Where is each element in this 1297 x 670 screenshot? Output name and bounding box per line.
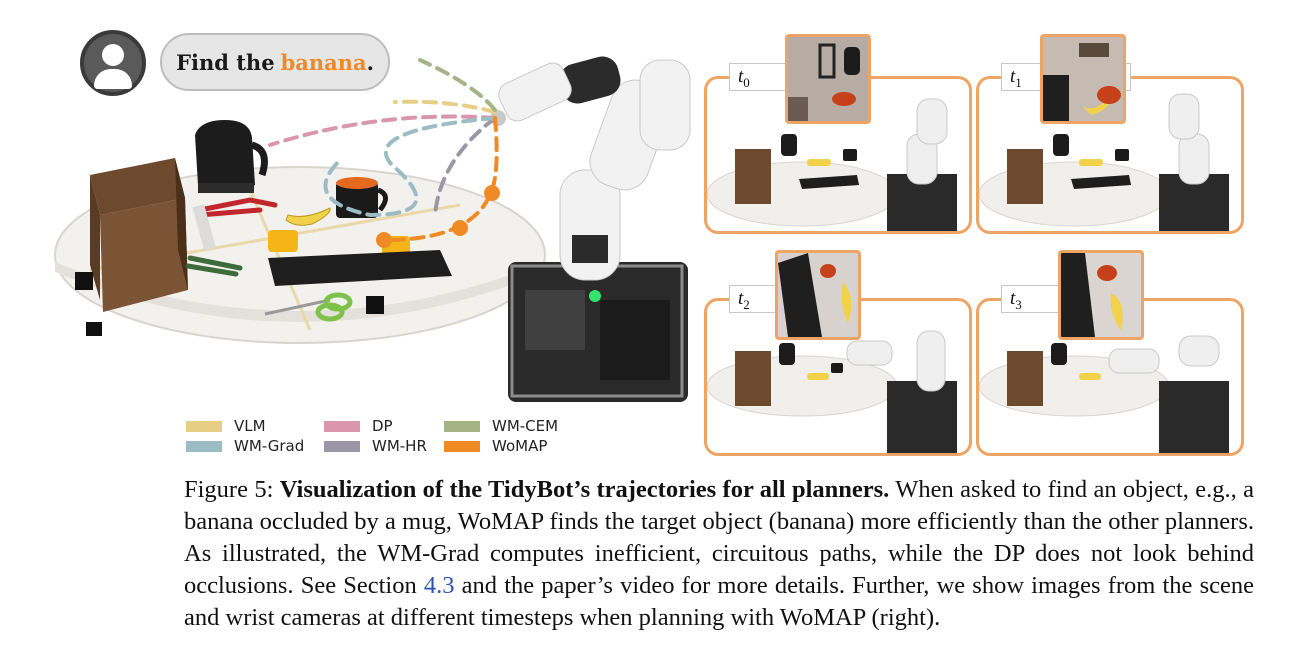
scene-drawing (54, 56, 691, 402)
panel-scene (707, 79, 969, 231)
timestep-symbol: t (738, 66, 744, 87)
panel-scene-drawing (707, 98, 957, 231)
timestep-symbol: t (1010, 66, 1016, 87)
legend-label: WM-Grad (234, 437, 305, 455)
figure-caption: Figure 5: Visualization of the TidyBot’s… (184, 474, 1254, 634)
timestep-index: 2 (743, 296, 750, 312)
legend-label: DP (372, 417, 393, 435)
panel-scene-drawing (979, 335, 1229, 453)
robot-base (508, 262, 688, 402)
section-reference-link[interactable]: 4.3 (423, 572, 455, 599)
womap-waypoint (376, 232, 392, 248)
legend-label: WoMAP (492, 437, 548, 455)
panel-scene-drawing (707, 330, 957, 453)
womap-waypoint (452, 220, 468, 236)
wrist-camera-drawing (778, 253, 858, 337)
speech-target: banana (280, 49, 367, 75)
trajectory-wm-grad (323, 116, 497, 218)
wrist-camera-t2 (775, 250, 861, 340)
wrist-camera-drawing (788, 37, 868, 121)
wrist-camera-drawing (1043, 37, 1123, 121)
figure-label: Figure 5: (184, 476, 274, 503)
scissors (264, 292, 353, 322)
cutters (185, 255, 243, 277)
wooden-box (90, 158, 188, 312)
legend-swatch (324, 420, 360, 432)
timestep-symbol: t (738, 288, 744, 309)
ruler (192, 204, 216, 251)
kettle (195, 120, 268, 193)
wrist-camera-t3 (1058, 250, 1144, 340)
legend-swatch (444, 440, 480, 452)
womap-waypoint (484, 185, 500, 201)
timestep-panel-t1: t1 (976, 63, 1244, 234)
wrist-camera-t0 (785, 34, 871, 124)
caption-title: Visualization of the TidyBot’s trajector… (279, 476, 890, 503)
avatar-body (94, 69, 132, 89)
speech-bubble: Find the banana . (160, 33, 390, 91)
robot-arm (490, 56, 691, 302)
panel-scene (979, 301, 1241, 453)
wrist-camera-drawing (1061, 253, 1141, 337)
avatar-head (102, 44, 124, 66)
timestep-index: 3 (1015, 296, 1022, 312)
legend-item-dp: DP (324, 416, 393, 436)
apriltag (366, 296, 384, 314)
trajectory-vlm (393, 99, 497, 114)
legend-label: VLM (234, 417, 266, 435)
apriltag (86, 322, 102, 336)
legend-swatch (186, 420, 222, 432)
timestep-index: 1 (1015, 74, 1022, 90)
caption-body-continued: and the paper’s video for more details. … (184, 572, 1254, 631)
wrist-camera-t1 (1040, 34, 1126, 124)
timestep-symbol: t (1010, 288, 1016, 309)
legend-item-womap: WoMAP (444, 436, 547, 456)
womap-waypoints (376, 185, 500, 248)
speech-suffix: . (366, 49, 374, 75)
scene-illustration: Find the banana . (0, 0, 700, 460)
panel-scene-drawing (979, 93, 1229, 231)
timestep-panel-t2: t2 (704, 285, 972, 456)
legend-label: WM-CEM (492, 417, 559, 435)
legend-item-wm-grad: WM-Grad (186, 436, 304, 456)
trajectory-dp (268, 114, 497, 147)
timestep-index: 0 (743, 74, 750, 90)
trajectory-wm-cem (418, 58, 497, 112)
apriltag (75, 272, 93, 290)
legend-item-wm-cem: WM-CEM (444, 416, 558, 436)
legend-label: WM-HR (372, 437, 427, 455)
keyboard (268, 250, 452, 286)
panel-scene (979, 79, 1241, 231)
panel-scene (707, 301, 969, 453)
table-edge (55, 262, 545, 322)
trajectory-wm-hr (433, 116, 497, 217)
banana (285, 207, 331, 226)
caption-body: When asked to find an object, e.g., a ba… (184, 476, 1254, 599)
legend-item-wm-hr: WM-HR (324, 436, 427, 456)
user-avatar-icon (80, 30, 146, 96)
legend-swatch (324, 440, 360, 452)
legend-swatch (186, 440, 222, 452)
pliers (197, 197, 278, 218)
legend-swatch (444, 420, 480, 432)
speech-prefix: Find the (176, 49, 275, 75)
legend-item-vlm: VLM (186, 416, 266, 436)
